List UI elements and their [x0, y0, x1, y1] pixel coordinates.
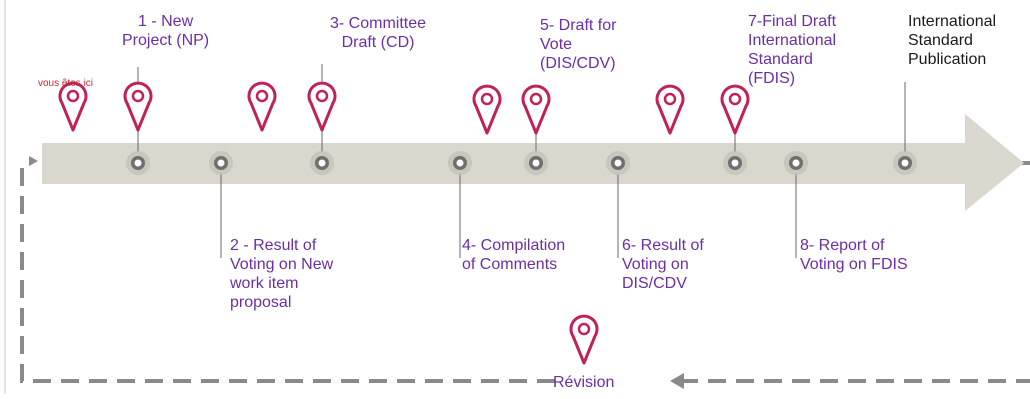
stage-3-label: 3- Committee Draft (CD) — [330, 15, 427, 51]
stage-dot — [126, 151, 150, 175]
location-pin-icon — [472, 84, 502, 135]
stage-dot — [448, 151, 472, 175]
stage-1-label: 1 - New Project (NP) — [122, 13, 210, 49]
location-pin-icon — [58, 81, 88, 132]
revision-loop — [20, 168, 1030, 383]
stage-dot — [310, 151, 334, 175]
location-pin-icon — [247, 81, 277, 132]
stage-9-label: International Standard Publication — [908, 13, 997, 68]
revision-arrowhead — [670, 373, 684, 389]
loop-entry-arrowhead — [29, 156, 38, 166]
stage-dot — [723, 151, 747, 175]
leader-lines — [137, 64, 906, 258]
stage-2-label: 2 - Result of Voting on New work item pr… — [230, 237, 334, 311]
stage-dot — [524, 151, 548, 175]
revision-label: Révision — [553, 374, 615, 391]
stage-dots — [126, 151, 917, 175]
stage-7-label: 7-Final Draft International Standard (FD… — [748, 13, 837, 87]
location-pin-icon — [123, 81, 153, 132]
stage-dot — [209, 151, 233, 175]
stage-dot — [606, 151, 630, 175]
location-pins — [58, 81, 750, 365]
you-are-here-label: vous êtes ici — [38, 78, 94, 89]
stage-4-label: 4- Compilation of Comments — [462, 237, 566, 273]
stage-6-label: 6- Result of Voting on DIS/CDV — [622, 237, 704, 292]
location-pin-icon — [521, 84, 551, 135]
revision-loop-left — [20, 168, 555, 383]
stage-5-label: 5- Draft for Vote (DIS/CDV) — [540, 17, 617, 72]
location-pin-icon — [307, 81, 337, 132]
stage-8-label: 8- Report of Voting on FDIS — [800, 237, 908, 273]
location-pin-icon — [569, 314, 599, 365]
stage-dot — [784, 151, 808, 175]
stage-dot — [893, 151, 917, 175]
location-pin-icon — [655, 84, 685, 135]
location-pin-icon — [720, 84, 750, 135]
